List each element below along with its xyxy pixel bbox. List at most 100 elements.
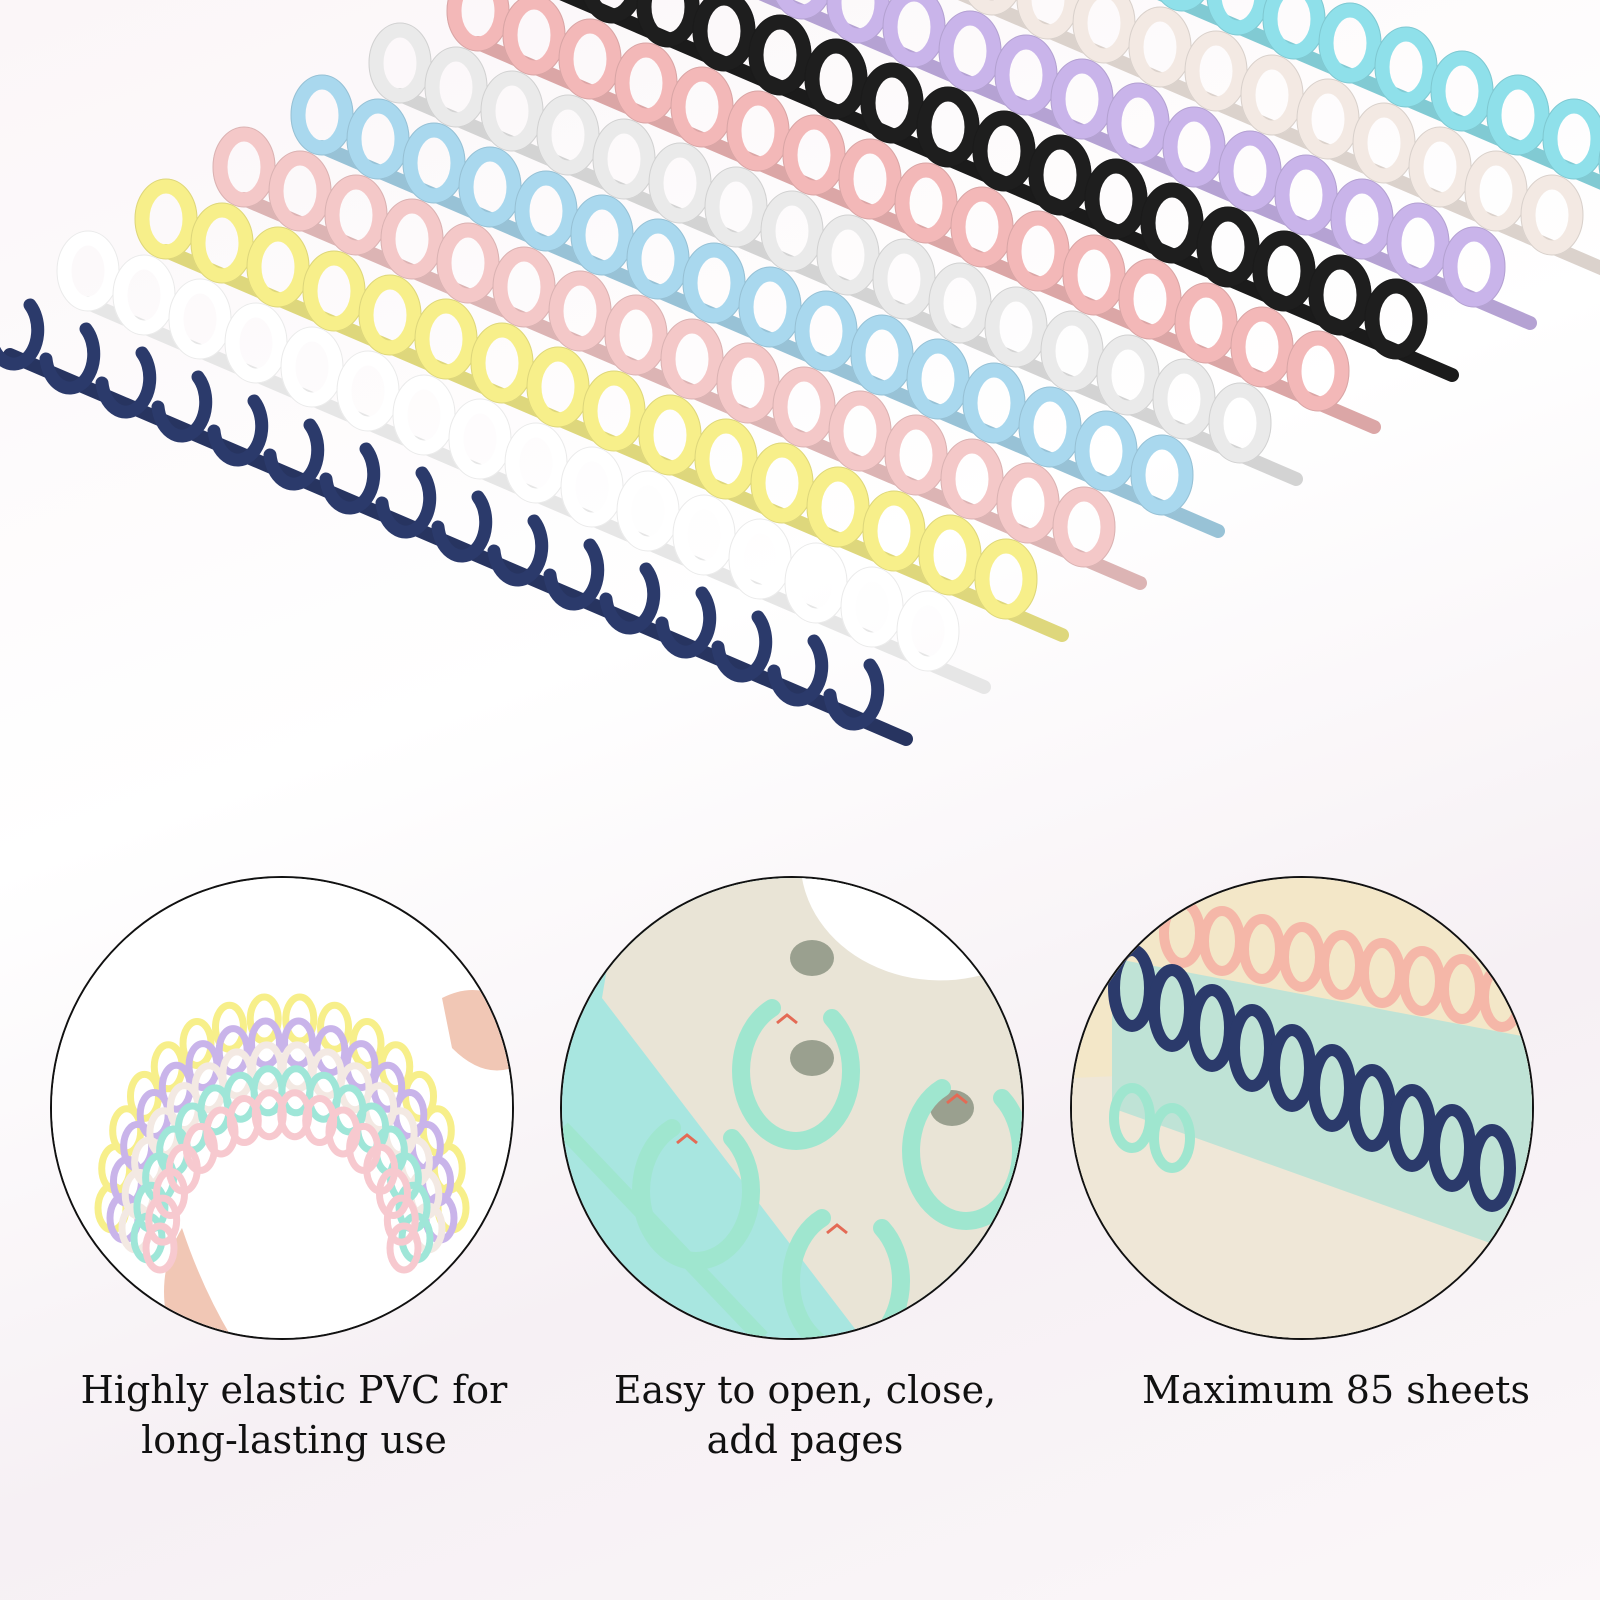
comb-ring-edge — [1208, 382, 1272, 464]
comb-ring — [1118, 258, 1182, 340]
comb-row — [56, 230, 991, 694]
comb-ring — [458, 146, 522, 228]
comb-ring-edge — [1442, 226, 1506, 308]
comb-ring — [39, 322, 101, 395]
comb-ring — [282, 993, 318, 1045]
caption-line: Maximum 85 sheets — [1142, 1368, 1530, 1412]
comb-ring — [962, 362, 1026, 444]
comb-ring — [480, 70, 544, 152]
binding-combs-photo — [0, 0, 1600, 746]
comb-ring — [1196, 206, 1260, 288]
comb-ring — [994, 34, 1058, 116]
comb-ring — [1230, 306, 1294, 388]
comb-ring — [548, 270, 612, 352]
comb-ring — [1159, 0, 1205, 12]
comb-ring — [1016, 0, 1080, 40]
comb-ring-edge — [1130, 434, 1194, 516]
arrow-icon — [826, 1223, 848, 1235]
comb-ring — [1308, 254, 1372, 336]
comb-ring — [375, 1167, 411, 1219]
comb-ring — [1006, 210, 1070, 292]
comb-ring — [536, 94, 600, 176]
comb-ring — [760, 190, 824, 272]
comb-ring — [431, 490, 493, 563]
comb-ring — [402, 122, 466, 204]
comb-ring — [386, 1222, 422, 1274]
comb-ring — [1072, 0, 1136, 64]
comb-ring — [504, 422, 568, 504]
comb-ring — [246, 993, 282, 1045]
comb-ring — [704, 166, 768, 248]
feature-image-capacity — [1070, 876, 1534, 1340]
comb-ring — [750, 442, 814, 524]
comb-ring — [313, 1025, 349, 1077]
comb-ring — [732, 999, 861, 1150]
comb-ring — [860, 62, 924, 144]
comb-ring — [1542, 98, 1600, 180]
comb-ring — [1128, 6, 1192, 88]
comb-ring — [263, 418, 325, 491]
comb-row — [134, 178, 1069, 642]
comb-ring — [840, 566, 904, 648]
comb-ring — [1519, 973, 1532, 1037]
hand — [164, 1228, 232, 1338]
comb-ring — [383, 1194, 419, 1246]
comb-ring-edge — [775, 0, 829, 20]
comb-ring — [583, 0, 641, 24]
comb-ring — [670, 66, 734, 148]
comb-ring — [772, 366, 836, 448]
arrow-icon — [676, 1133, 698, 1145]
comb-ring — [1308, 1044, 1356, 1132]
comb-ring-edge — [896, 590, 960, 672]
caption-line: Easy to open, close, — [613, 1368, 997, 1412]
comb-ring — [211, 1001, 247, 1053]
comb-ring — [967, 0, 1017, 16]
comb-ring — [784, 542, 848, 624]
comb-ring — [414, 298, 478, 380]
comb-ring — [487, 514, 549, 587]
comb-ring — [1140, 182, 1204, 264]
comb-ring — [1486, 74, 1550, 156]
comb-ring — [375, 466, 437, 539]
comb-ring — [190, 202, 254, 284]
caption-line: add pages — [706, 1418, 904, 1462]
comb-ring — [726, 90, 790, 172]
comb-ring — [1018, 386, 1082, 468]
comb-ring — [850, 314, 914, 396]
comb-ring — [1040, 310, 1104, 392]
comb-ring — [1184, 30, 1248, 112]
comb-ring — [1330, 178, 1394, 260]
comb-ring — [1468, 1124, 1516, 1212]
comb-ring — [626, 218, 690, 300]
feature-image-elastic — [50, 876, 514, 1340]
comb-ring — [974, 538, 1038, 620]
comb-ring — [246, 226, 310, 308]
punch-hole — [790, 940, 834, 976]
comb-ring-edge — [1016, 0, 1080, 40]
comb-ring — [894, 162, 958, 244]
comb-ring — [424, 46, 488, 128]
comb-ring — [336, 350, 400, 432]
comb-ring — [560, 446, 624, 528]
comb-ring — [1240, 54, 1304, 136]
comb-ring — [767, 634, 829, 707]
comb-ring — [906, 338, 970, 420]
comb-ring-edge — [1520, 174, 1584, 256]
comb-ring — [1274, 154, 1338, 236]
comb-ring — [215, 1025, 251, 1077]
comb-ring — [346, 98, 410, 180]
comb-ring — [207, 394, 269, 467]
comb-ring — [1442, 226, 1506, 308]
comb-ring — [1109, 1083, 1155, 1153]
comb-ring — [56, 230, 120, 312]
comb-ring — [896, 590, 960, 672]
comb-ring — [823, 658, 885, 731]
comb-ring — [940, 438, 1004, 520]
comb-ring — [638, 394, 702, 476]
comb-ring — [368, 22, 432, 104]
comb-ring — [1096, 334, 1160, 416]
comb-ring — [1130, 434, 1194, 516]
comb-ring — [112, 254, 176, 336]
comb-ring — [716, 342, 780, 424]
comb-ring — [570, 194, 634, 276]
